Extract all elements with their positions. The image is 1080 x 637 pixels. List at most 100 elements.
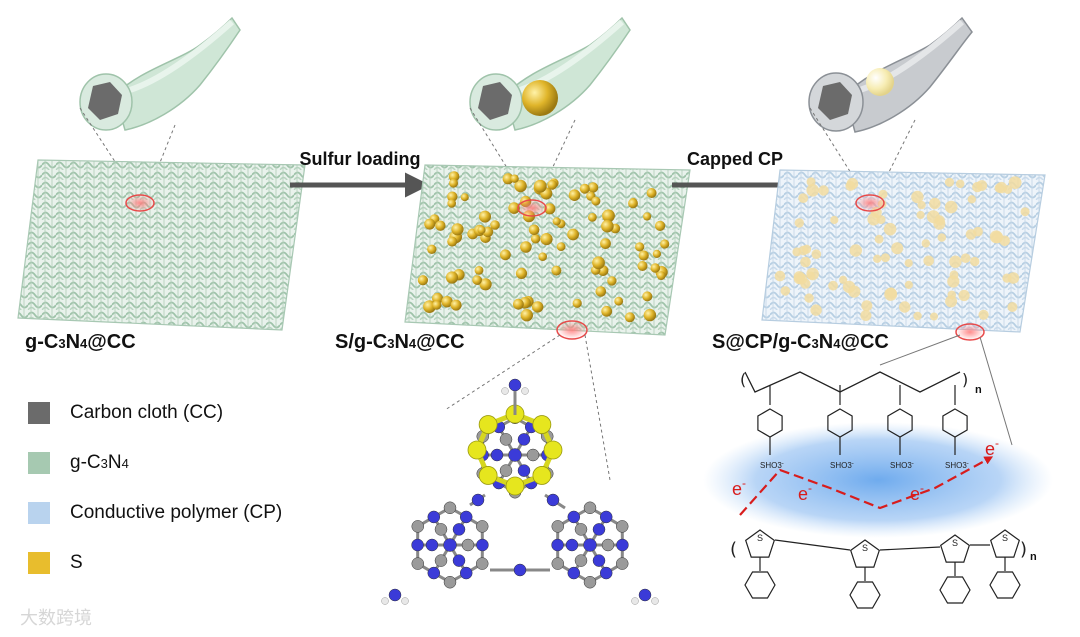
sulfur-particle (591, 196, 601, 206)
sulfur-particle (587, 182, 599, 193)
sulfur-particle (417, 275, 428, 286)
capped-sulfur-particle (949, 255, 962, 268)
sulfur-particle (502, 173, 514, 185)
capped-sulfur-particle (804, 293, 814, 303)
sulfur-particle (479, 210, 491, 223)
sulfur-particle (445, 271, 459, 284)
capped-sulfur-particle (811, 249, 822, 259)
capped-sulfur-particle (921, 239, 930, 248)
legend-label-carbon-cloth: Carbon cloth (CC) (70, 402, 224, 423)
capped-sulfur-particle (1008, 176, 1022, 190)
carbon-core-icon (478, 82, 512, 120)
capped-sulfur-particle (873, 254, 882, 263)
capped-sulfur-particle (792, 247, 802, 257)
sulfur-particle (652, 249, 662, 258)
sulfur-particle (614, 296, 624, 306)
sulfur-particle (650, 263, 661, 273)
sulfur-particle (500, 249, 511, 261)
capped-sulfur-particles (774, 176, 1030, 321)
capped-sulfur-particle (926, 210, 940, 224)
arrow-sulfur-loading: Sulfur loading (290, 149, 430, 198)
sulfur-particle (513, 298, 524, 310)
capped-sulfur-particle (878, 189, 888, 199)
pss-unit: SHO3- (887, 385, 914, 470)
capped-sulfur-particle (839, 275, 848, 284)
capped-sulfur-particle (929, 197, 941, 210)
capped-sulfur-particle (976, 180, 988, 191)
sulfur-particle (646, 188, 657, 198)
sulfur-particle (602, 209, 615, 223)
sulfur-particle (601, 219, 614, 233)
sulfur-particle (460, 193, 469, 202)
sulfur-particle (449, 178, 458, 188)
repeat-index-bottom: n (1030, 551, 1037, 563)
sulfur-particle (595, 286, 607, 297)
thiophene-s-label: S (757, 533, 763, 543)
thiophene-s-label: S (862, 543, 868, 553)
capped-sulfur-particle (904, 280, 913, 289)
pss-unit: SHO3- (757, 385, 784, 470)
highlight-circle (125, 194, 155, 212)
capped-sulfur-particle (955, 179, 965, 189)
fiber-tube-1 (79, 16, 241, 131)
highlight-circle-polymer (955, 323, 985, 341)
highlight-circle-molecule (556, 320, 588, 340)
capped-sulfur-particle (800, 256, 811, 268)
capped-sulfur-particle (1007, 302, 1018, 312)
sulfur-particle (447, 191, 458, 202)
capped-sulfur-particle (891, 242, 904, 255)
fiber-tube-3 (808, 16, 973, 133)
sulfur-particle (643, 212, 652, 221)
heptazine-unit (411, 501, 489, 589)
capped-sulfur-particle (995, 181, 1008, 194)
thiophene-unit: S (939, 534, 971, 604)
capped-sulfur-particle (930, 312, 938, 321)
sulfur-particle (441, 296, 453, 308)
svg-text:(: ( (730, 539, 737, 560)
capped-sulfur-particle (861, 300, 873, 312)
capped-sulfur-particle (945, 295, 958, 308)
sulfur-particle (520, 309, 533, 322)
sulfur-particle (568, 189, 581, 201)
sulfur-particle (655, 220, 666, 231)
sulfur-particle (533, 179, 547, 193)
sulfur-particles (417, 171, 670, 323)
sulfur-particle (424, 218, 436, 230)
sulfur-particle (514, 179, 527, 193)
capped-sulfur-particle (970, 256, 980, 267)
capped-sulfur-particle (967, 195, 976, 204)
sulfur-particle (448, 171, 460, 182)
sulfur-particle (432, 300, 442, 310)
thiophene-s-label: S (1002, 533, 1008, 543)
sulfur-particle (447, 236, 458, 247)
sulfur-particle (427, 244, 437, 254)
capped-sulfur-particle (911, 190, 924, 204)
arrow-label-sulfur-loading: Sulfur loading (300, 149, 421, 169)
capped-sulfur-particle (913, 311, 922, 321)
sulfur-particle (477, 225, 486, 235)
sulfur-particle (628, 198, 638, 209)
sulfur-particle (474, 266, 484, 275)
capped-sulfur-particle (774, 270, 786, 282)
sulfur-particle (588, 213, 597, 222)
panel-gc3n4-cc (17, 16, 306, 331)
sulfur-particle (637, 261, 648, 271)
capped-sulfur-particle (806, 177, 816, 187)
electron-path (739, 456, 994, 516)
sulfur-particle (450, 299, 462, 311)
capped-sulfur-particle (917, 200, 926, 210)
capped-sulfur-particle (806, 184, 819, 197)
capped-sulfur-particle (848, 285, 861, 298)
sulfur-particle (607, 276, 617, 286)
legend-swatch-conductive-polymer (28, 502, 50, 524)
highlight-circle (517, 199, 547, 217)
sulfur-particle (638, 250, 649, 261)
capped-sulfur-particle (810, 304, 822, 316)
repeat-index-top: n (975, 384, 982, 396)
capped-sulfur-particle (989, 230, 1003, 244)
highlight-circle (855, 194, 885, 212)
panel-label-s-cp-gc3n4-cc: S@CP/g-C3N4@CC (712, 331, 889, 353)
sulfur-particle (538, 252, 547, 261)
capped-sulfur-particle (780, 286, 791, 296)
